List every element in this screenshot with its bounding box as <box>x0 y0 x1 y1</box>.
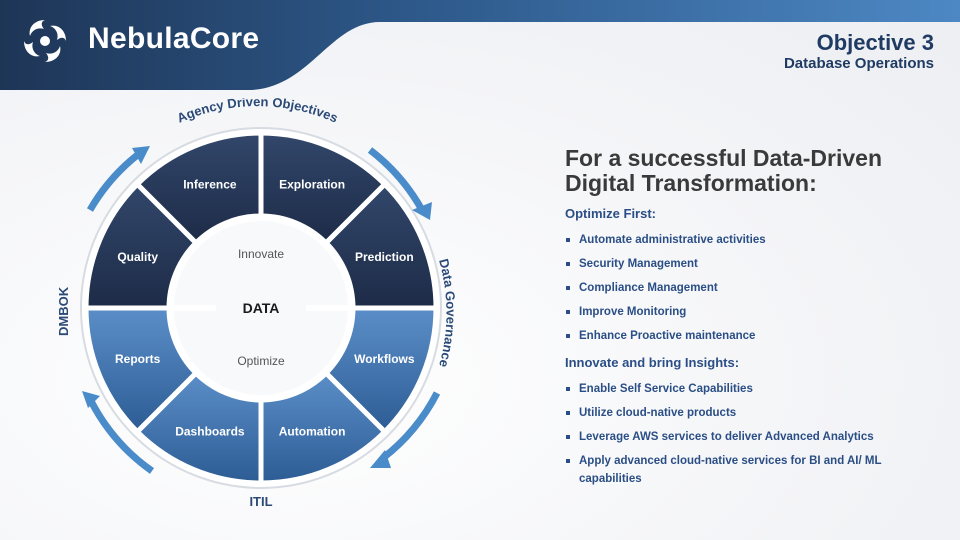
objective-subtitle: Database Operations <box>783 55 934 72</box>
segment-label-quality: Quality <box>117 250 158 264</box>
list-item: Enhance Proactive maintenance <box>565 327 925 345</box>
optimize-list: Automate administrative activities Secur… <box>565 231 925 345</box>
cycle-arrows <box>86 147 441 474</box>
segment-label-dashboards: Dashboards <box>175 424 245 438</box>
label-agency-driven-objectives: Agency Driven Objectives <box>175 98 341 126</box>
section-innovate-title: Innovate and bring Insights: <box>565 355 740 370</box>
inner-innovate-label: Innovate <box>238 247 284 261</box>
label-data-governance: Data Governance <box>436 257 458 369</box>
list-item: Apply advanced cloud-native services for… <box>565 452 925 488</box>
label-dmbok: DMBOK <box>56 286 71 336</box>
segment-label-inference: Inference <box>183 178 237 192</box>
content-panel: For a successful Data-Driven Digital Tra… <box>565 146 925 494</box>
inner-optimize-label: Optimize <box>237 354 285 368</box>
segment-label-reports: Reports <box>115 352 161 366</box>
objective-title: Objective 3 <box>816 30 934 55</box>
segment-label-automation: Automation <box>279 424 346 438</box>
label-itil: ITIL <box>249 494 272 509</box>
header-band <box>0 0 960 90</box>
segment-label-exploration: Exploration <box>279 178 345 192</box>
headline-line-1: For a successful Data-Driven <box>565 145 883 171</box>
segments-group: Inference ExplorationPredictionWorkflowsA… <box>83 130 439 486</box>
list-item: Enable Self Service Capabilities <box>565 380 925 398</box>
list-item: Compliance Management <box>565 279 925 297</box>
headline-line-2: Digital Transformation: <box>565 170 817 196</box>
innovate-list: Enable Self Service Capabilities Utilize… <box>565 380 925 488</box>
segment-label-workflows: Workflows <box>354 352 415 366</box>
inner-data-label: DATA <box>243 300 280 316</box>
list-item: Automate administrative activities <box>565 231 925 249</box>
list-item: Leverage AWS services to deliver Advance… <box>565 428 925 446</box>
list-item: Utilize cloud-native products <box>565 404 925 422</box>
brand-name: NebulaCore <box>88 22 260 55</box>
section-optimize-title: Optimize First: <box>565 206 657 221</box>
list-item: Improve Monitoring <box>565 303 925 321</box>
list-item: Security Management <box>565 255 925 273</box>
nebula-swirl-icon <box>24 20 66 62</box>
segment-label-prediction: Prediction <box>355 250 414 264</box>
headline: For a successful Data-Driven Digital Tra… <box>565 146 925 196</box>
